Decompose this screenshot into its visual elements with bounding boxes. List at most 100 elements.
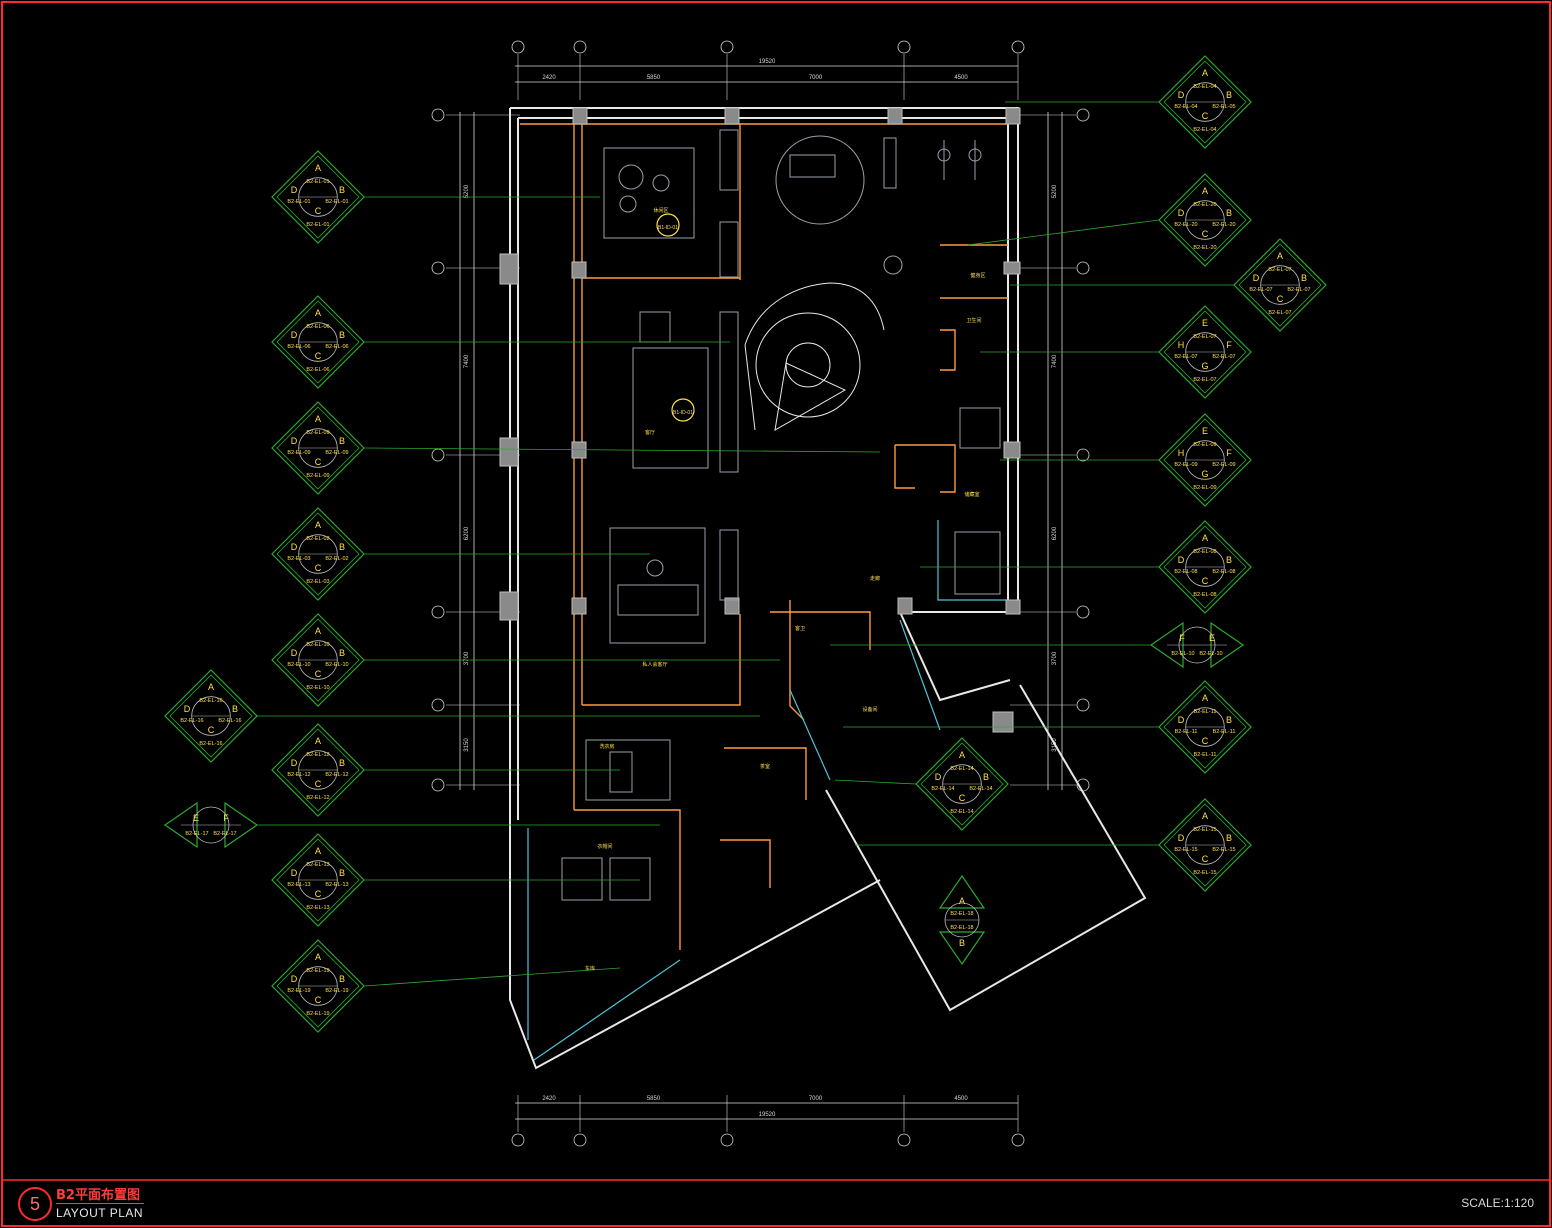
tag-diamond-inner [169, 674, 253, 758]
tag-letter: F [1226, 340, 1232, 350]
tag-ref: B2-EL-08 [1193, 592, 1216, 598]
tag-triangle [938, 931, 986, 966]
tag-letter: B [1226, 208, 1232, 218]
tag-ref: B2-EL-09 [287, 450, 310, 456]
tag-letter: A [959, 896, 965, 906]
tag-letter: D [291, 542, 298, 552]
tag-ref: B2-EL-10 [1199, 651, 1222, 657]
tag-letter: A [1202, 186, 1208, 196]
tag-letter: C [315, 669, 322, 679]
room-label: 客厅 [645, 429, 655, 436]
tag-letter: D [1178, 208, 1185, 218]
tag-letter: C [1277, 294, 1284, 304]
tag-ref: B2-EL-17 [213, 831, 236, 837]
dim-top-total: 19520 [759, 59, 776, 65]
tag-letter: D [291, 758, 298, 768]
tag-letter: B [232, 704, 238, 714]
tag-letter: C [1202, 576, 1209, 586]
tag-letter: E [193, 813, 199, 823]
tag-ref: B2-EL-01 [287, 199, 310, 205]
tag-letter: A [315, 414, 321, 424]
tag-letter: B [959, 938, 965, 948]
tag-ref: B2-EL-02 [306, 536, 329, 542]
tag-letter: F [1226, 448, 1232, 458]
dim-bottom-total: 19520 [759, 1112, 776, 1118]
axis-bubble [1076, 698, 1090, 712]
tag-ref: B2-EL-11 [1194, 709, 1217, 715]
tag-ref: B2-EL-07 [1268, 267, 1291, 273]
room-label: 私人会客厅 [642, 661, 667, 668]
dim-left-label: 7400 [464, 354, 470, 368]
tag-ref: B2-EL-07 [1212, 354, 1235, 360]
tag-letter: C [315, 889, 322, 899]
tag-ref: B2-EL-01 [306, 179, 329, 185]
tag-ref: B2-EL-07 [1249, 287, 1272, 293]
tag-ref: B2-EL-17 [185, 831, 208, 837]
tag-ref: B2-EL-09 [1193, 442, 1216, 448]
axis-bubble [897, 1133, 911, 1147]
tag-letter: F [223, 813, 229, 823]
room-label: 衣帽间 [597, 843, 612, 850]
axis-bubble [431, 605, 445, 619]
tag-ref: B2-EL-18 [950, 911, 973, 917]
tag-ref: B2-EL-09 [1212, 462, 1235, 468]
tag-ref: B2-EL-07 [1193, 377, 1216, 383]
tag-letter: A [315, 520, 321, 530]
tag-letter: D [291, 185, 298, 195]
tag-letter: D [1178, 715, 1185, 725]
tag-letter: G [1201, 361, 1208, 371]
tag-letter: H [1178, 448, 1185, 458]
leader-lines [257, 101, 1234, 987]
axis-bubble [431, 778, 445, 792]
tag-letter: C [315, 563, 322, 573]
tag-ref: B2-EL-12 [287, 772, 310, 778]
tag-ref: B2-EL-11 [1194, 752, 1217, 758]
dim-right-label: 5200 [1052, 184, 1058, 198]
index-markers: B1-ID-01 B1-ID-01 [656, 213, 695, 422]
tag-letter: D [291, 436, 298, 446]
room-label: 走廊 [870, 575, 880, 582]
axis-bubble [511, 1133, 525, 1147]
dim-left-label: 5200 [464, 184, 470, 198]
tag-diamond-inner [276, 944, 360, 1028]
tag-ref: B2-EL-15 [1212, 847, 1235, 853]
tag-letter: D [184, 704, 191, 714]
axis-bubble [573, 1133, 587, 1147]
tag-ref: B2-EL-12 [306, 795, 329, 801]
tag-ref: B2-EL-09 [306, 430, 329, 436]
room-label: 储藏室 [964, 491, 979, 498]
tag-letter: A [1202, 811, 1208, 821]
tag-letter: A [315, 846, 321, 856]
tag-ref: B2-EL-10 [1171, 651, 1194, 657]
tag-ref: B2-EL-01 [325, 199, 348, 205]
dim-bottom-label: 4500 [954, 1096, 968, 1102]
tag-letter: B [339, 974, 345, 984]
tag-letter: C [315, 351, 322, 361]
tag-letter: C [1202, 111, 1209, 121]
axis-bubble [1076, 108, 1090, 122]
leader-line [363, 967, 621, 987]
tag-ref: B2-EL-19 [325, 988, 348, 994]
tag-letter: D [291, 330, 298, 340]
tag-ref: B2-EL-20 [1193, 245, 1216, 251]
axis-bubble [1011, 40, 1025, 54]
tag-diamond-inner [276, 618, 360, 702]
tag-letter: B [339, 758, 345, 768]
tag-diamond-inner [276, 728, 360, 812]
tag-letter: B [1226, 90, 1232, 100]
drawing-number: 5 [18, 1187, 52, 1221]
tag-letter: A [315, 626, 321, 636]
tag-ref: B2-EL-14 [969, 786, 992, 792]
tag-ref: B2-EL-20 [1193, 202, 1216, 208]
tag-triangle [938, 874, 986, 909]
tag-letter: A [208, 682, 214, 692]
tag-diamond-inner [1238, 243, 1322, 327]
